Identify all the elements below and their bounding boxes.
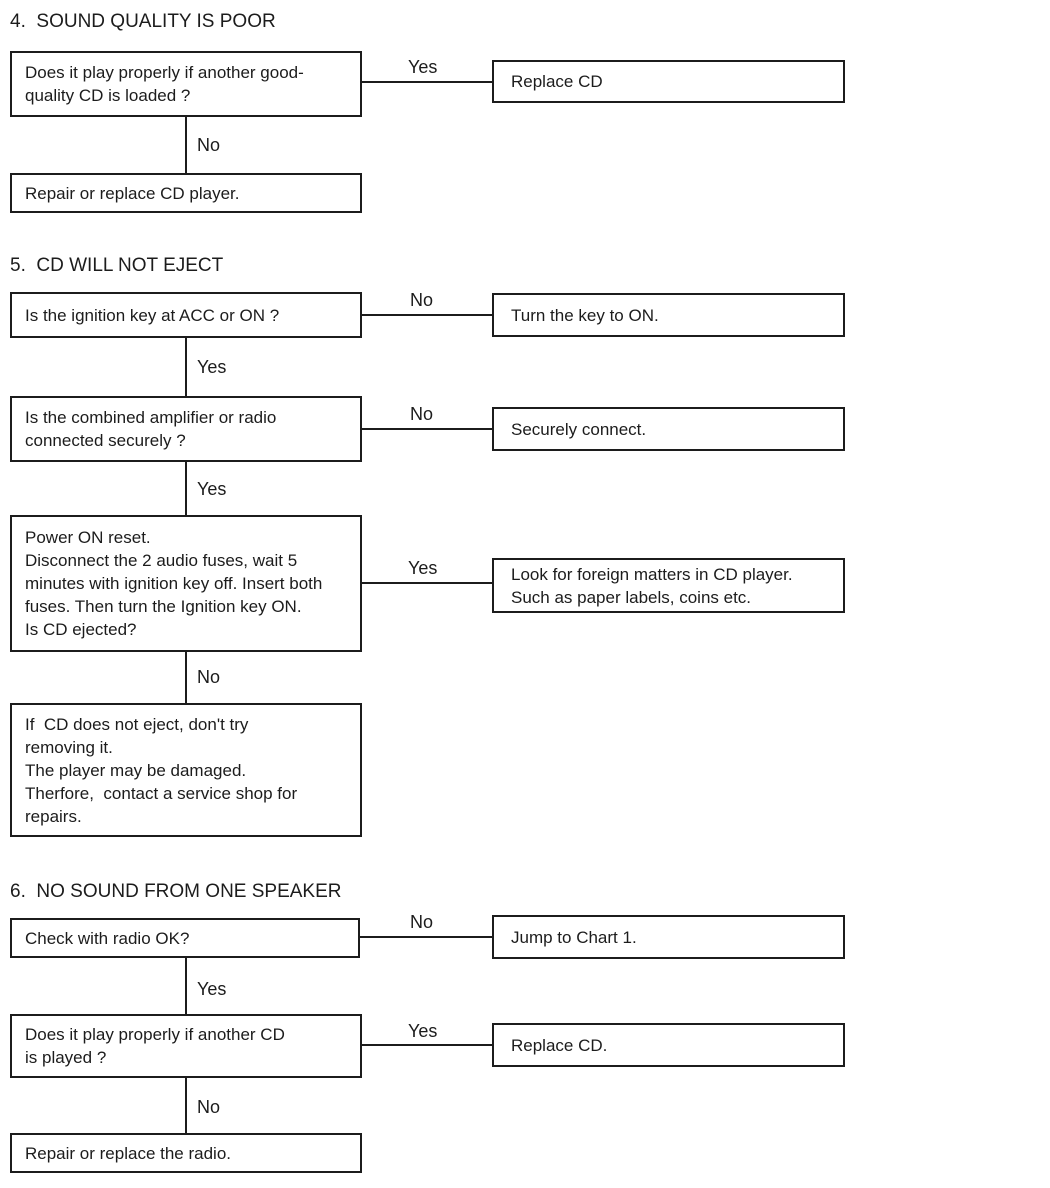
branch-label-no: No xyxy=(410,290,434,310)
branch-label-yes: Yes xyxy=(408,558,438,578)
section-4-question-box: Does it play properly if another good- q… xyxy=(10,51,362,117)
section-5-question-box-3: Power ON reset. Disconnect the 2 audio f… xyxy=(10,515,362,652)
section-4-title: 4. SOUND QUALITY IS POOR xyxy=(10,11,276,32)
connector-line-horizontal xyxy=(360,936,492,938)
connector-line-vertical xyxy=(185,117,187,173)
connector-line-horizontal xyxy=(362,314,492,316)
section-6-result-box-2: Replace CD. xyxy=(492,1023,845,1067)
section-5-title: 5. CD WILL NOT EJECT xyxy=(10,255,224,276)
branch-label-no: No xyxy=(197,667,221,687)
question-text: Does it play properly if another good- q… xyxy=(25,63,304,105)
result-text: Look for foreign matters in CD player. S… xyxy=(511,564,793,607)
section-6-result-box-1: Jump to Chart 1. xyxy=(492,915,845,959)
result-text: Replace CD. xyxy=(511,1035,608,1055)
branch-label-yes: Yes xyxy=(408,57,438,77)
question-text: Is the combined amplifier or radio conne… xyxy=(25,408,277,450)
terminal-text: Repair or replace the radio. xyxy=(25,1143,232,1163)
question-text: Power ON reset. Disconnect the 2 audio f… xyxy=(25,528,323,639)
section-5-question-box-1: Is the ignition key at ACC or ON ? xyxy=(10,292,362,338)
branch-label-yes: Yes xyxy=(197,357,227,377)
question-text: Is the ignition key at ACC or ON ? xyxy=(25,305,280,325)
connector-line-horizontal xyxy=(362,1044,492,1046)
section-4-result-box: Replace CD xyxy=(492,60,845,103)
connector-line-vertical xyxy=(185,958,187,1014)
connector-line-vertical xyxy=(185,338,187,396)
branch-label-no: No xyxy=(410,912,434,932)
connector-line-vertical xyxy=(185,652,187,703)
connector-line-horizontal xyxy=(362,582,492,584)
section-6-question-box-1: Check with radio OK? xyxy=(10,918,360,958)
result-text: Turn the key to ON. xyxy=(511,305,659,325)
section-6-question-box-2: Does it play properly if another CD is p… xyxy=(10,1014,362,1078)
connector-line-horizontal xyxy=(362,81,492,83)
section-5-question-box-2: Is the combined amplifier or radio conne… xyxy=(10,396,362,462)
section-6-title: 6. NO SOUND FROM ONE SPEAKER xyxy=(10,881,342,902)
section-5-result-box-1: Turn the key to ON. xyxy=(492,293,845,337)
section-4-terminal-box: Repair or replace CD player. xyxy=(10,173,362,213)
section-5-result-box-2: Securely connect. xyxy=(492,407,845,451)
result-text: Replace CD xyxy=(511,72,603,91)
section-5-terminal-box: If CD does not eject, don't try removing… xyxy=(10,703,362,837)
section-5-result-box-3: Look for foreign matters in CD player. S… xyxy=(492,558,845,613)
branch-label-yes: Yes xyxy=(408,1021,438,1041)
question-text: Does it play properly if another CD is p… xyxy=(25,1025,285,1067)
connector-line-vertical xyxy=(185,1078,187,1133)
terminal-text: If CD does not eject, don't try removing… xyxy=(25,714,298,826)
result-text: Securely connect. xyxy=(511,419,647,439)
terminal-text: Repair or replace CD player. xyxy=(25,183,240,203)
section-6-terminal-box: Repair or replace the radio. xyxy=(10,1133,362,1173)
result-text: Jump to Chart 1. xyxy=(511,927,637,947)
branch-label-no: No xyxy=(197,135,221,155)
branch-label-no: No xyxy=(197,1097,221,1117)
branch-label-yes: Yes xyxy=(197,479,227,499)
branch-label-yes: Yes xyxy=(197,979,227,999)
connector-line-horizontal xyxy=(362,428,492,430)
branch-label-no: No xyxy=(410,404,434,424)
connector-line-vertical xyxy=(185,462,187,515)
question-text: Check with radio OK? xyxy=(25,928,190,948)
